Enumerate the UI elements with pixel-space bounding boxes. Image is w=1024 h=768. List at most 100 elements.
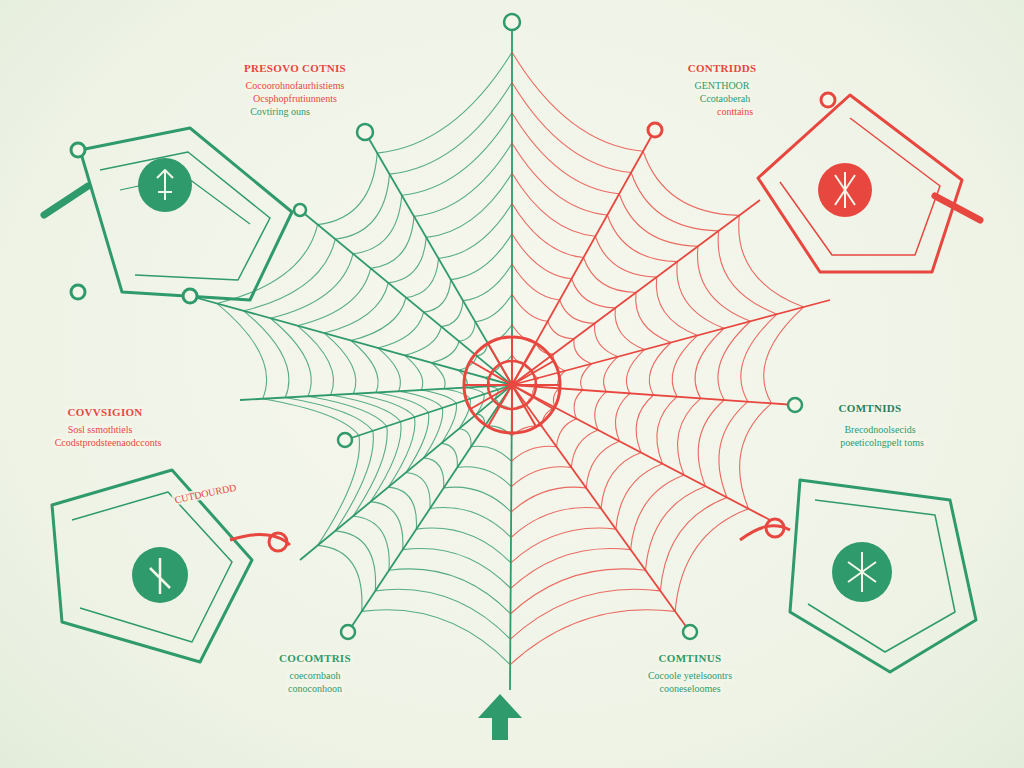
web-thread	[548, 321, 574, 339]
web-thread	[643, 151, 739, 215]
web-thread	[574, 339, 592, 364]
web-thread	[619, 194, 698, 247]
web-thread	[439, 204, 513, 259]
web-thread	[764, 307, 804, 403]
web-spoke	[365, 132, 512, 385]
web-thread	[719, 402, 748, 498]
web-thread	[378, 348, 401, 391]
shield-top-left	[44, 128, 292, 303]
web-thread	[353, 195, 402, 254]
web-thread	[512, 173, 595, 236]
web-thread	[441, 403, 456, 443]
web-thread	[414, 143, 512, 216]
web-thread	[626, 350, 644, 394]
web-thread	[318, 435, 360, 545]
note-label: coecornbaoh	[287, 670, 342, 681]
web-thread	[646, 486, 706, 570]
web-thread	[631, 173, 719, 231]
web-thread	[335, 174, 389, 239]
heading-label: COVVSIGION	[65, 406, 144, 418]
web-thread	[271, 254, 354, 319]
web-spoke	[300, 385, 512, 560]
web-thread	[511, 528, 616, 563]
web-thread	[677, 262, 724, 329]
web-thread	[451, 234, 512, 280]
web-thread	[285, 398, 373, 431]
shield-bottom-left	[52, 470, 290, 662]
web-thread	[324, 283, 388, 333]
hub-spoke	[512, 385, 536, 427]
web-thread	[741, 314, 777, 402]
hub-spoke	[511, 337, 513, 385]
web-thread	[574, 390, 583, 419]
web-spoke	[300, 210, 512, 385]
web-thread	[271, 318, 312, 396]
heading-label: PRESOVO COTNIS	[242, 62, 348, 74]
web-thread	[512, 143, 607, 215]
note-label: GENTHOOR	[693, 80, 752, 91]
web-thread	[615, 308, 644, 350]
note-label: Sosl ssmothtiels	[66, 424, 135, 435]
web-thread	[604, 357, 618, 392]
web-thread	[459, 429, 471, 447]
web-thread	[718, 231, 777, 314]
web-thread	[475, 294, 512, 322]
web-thread	[371, 422, 401, 502]
web-thread	[512, 234, 572, 279]
note-label: CUTDOURDD	[171, 481, 239, 506]
web-thread	[353, 394, 414, 417]
web-thread	[441, 443, 457, 467]
web-thread	[377, 52, 512, 153]
web-thread	[406, 413, 429, 473]
note-label: Brecodnoolsecids	[842, 424, 917, 435]
web-thread	[675, 509, 748, 612]
web-thread	[607, 215, 677, 262]
web-thread	[405, 355, 423, 390]
web-spoke	[348, 385, 512, 632]
hub-spoke	[512, 361, 554, 385]
web-thread	[351, 341, 378, 393]
hub-spoke	[512, 384, 560, 386]
web-thread	[660, 498, 727, 591]
heading-label: COMTNIDS	[837, 402, 904, 414]
web-thread	[636, 395, 653, 453]
web-thread	[512, 113, 619, 194]
web-thread	[457, 467, 511, 487]
heading-label: COMTINUS	[657, 652, 724, 664]
hub-spoke	[464, 384, 512, 386]
web-thread	[424, 458, 444, 488]
web-thread	[335, 531, 375, 591]
web-thread	[297, 326, 333, 395]
spider-web	[190, 22, 830, 690]
web-thread	[594, 323, 618, 356]
anchor-dots	[294, 14, 802, 639]
shield-bottom-right	[740, 480, 976, 672]
web-thread	[402, 113, 512, 196]
web-thread	[649, 343, 671, 396]
web-thread	[308, 396, 387, 426]
web-thread	[615, 393, 629, 441]
note-label: Cocoorohnofaurhistiems	[244, 80, 347, 91]
web-thread	[426, 173, 512, 237]
note-label: Covtiring ouns	[248, 106, 312, 117]
web-thread	[263, 399, 359, 436]
note-label: Ccodstprodsteenaodcconts	[53, 437, 164, 448]
web-thread	[512, 52, 643, 151]
web-thread	[657, 397, 677, 464]
web-thread	[353, 426, 387, 516]
web-thread	[335, 431, 373, 531]
note-label: Cocoole yetelsoontrs	[646, 670, 734, 681]
web-thread	[331, 395, 401, 422]
web-thread	[424, 280, 451, 313]
web-thread	[388, 487, 416, 529]
hub-spoke	[488, 343, 512, 385]
web-thread	[353, 516, 389, 570]
web-thread	[511, 467, 571, 487]
note-label: Ocsphopfrutiunnents	[251, 93, 339, 104]
web-thread	[403, 548, 511, 588]
web-thread	[698, 246, 751, 321]
web-thread	[672, 335, 697, 396]
web-thread	[511, 548, 631, 588]
